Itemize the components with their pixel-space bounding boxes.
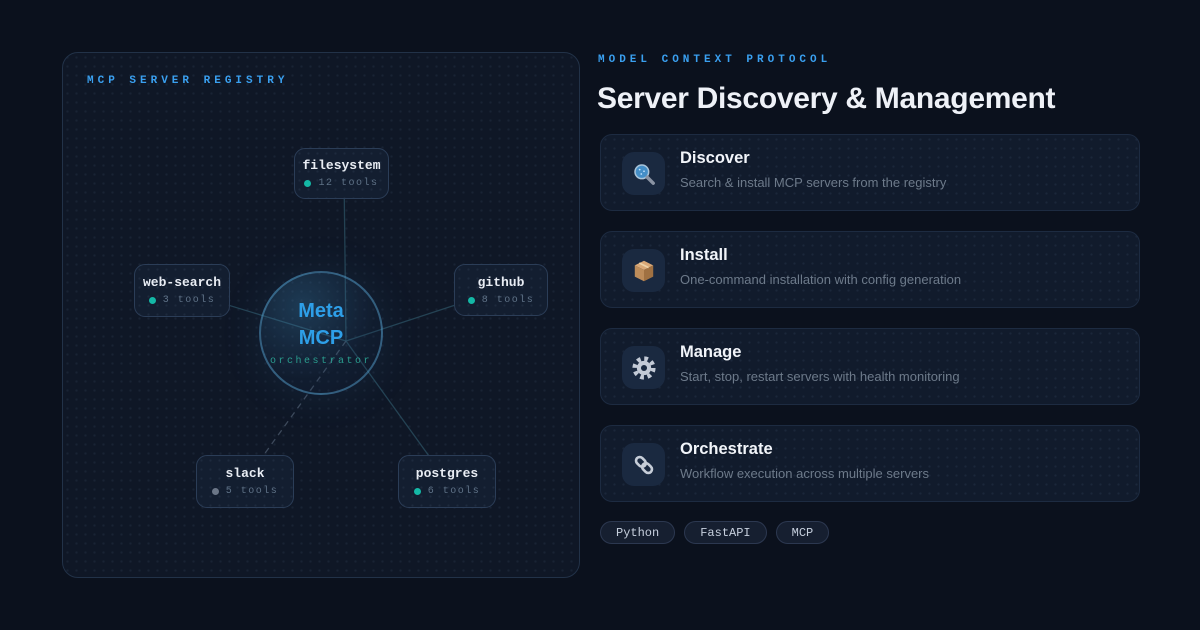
server-name: github (477, 274, 525, 290)
feature-card-orchestrate[interactable]: Orchestrate Workflow execution across mu… (600, 425, 1140, 502)
server-node-postgres[interactable]: postgres 6 tools (398, 455, 496, 508)
hub-subtitle: orchestrator (269, 356, 372, 367)
feature-title: Install (680, 246, 728, 264)
page-title: Server Discovery & Management (597, 82, 1056, 115)
feature-description: Start, stop, restart servers with health… (680, 369, 960, 384)
server-tools: 6 tools (413, 486, 481, 497)
hub-title-line1: Meta (298, 300, 344, 322)
feature-card-install[interactable]: Install One-command installation with co… (600, 231, 1140, 308)
eyebrow-label: MODEL CONTEXT PROTOCOL (598, 54, 832, 66)
feature-title: Manage (680, 343, 742, 361)
registry-panel: MCP SERVER REGISTRY Meta MCP orchestrato… (62, 52, 580, 578)
server-node-web-search[interactable]: web-search 3 tools (134, 264, 230, 317)
tag-list: Python FastAPI MCP (600, 521, 830, 544)
gear-icon (622, 346, 665, 389)
feature-card-manage[interactable]: Manage Start, stop, restart servers with… (600, 328, 1140, 405)
server-name: postgres (415, 466, 479, 481)
status-dot-online (304, 180, 312, 187)
server-node-slack[interactable]: slack 5 tools (196, 455, 294, 508)
server-name: filesystem (302, 158, 381, 173)
server-node-github[interactable]: github 8 tools (454, 264, 548, 316)
tag-python[interactable]: Python (600, 521, 676, 544)
server-name: slack (225, 466, 265, 481)
hub-title-line2: MCP (298, 327, 344, 349)
feature-description: One-command installation with config gen… (680, 272, 962, 287)
meta-mcp-hub-node[interactable]: Meta MCP orchestrator (259, 271, 383, 395)
link-icon (622, 443, 665, 486)
tag-fastapi[interactable]: FastAPI (684, 521, 767, 544)
status-dot-online (148, 297, 156, 304)
server-tools: 5 tools (211, 486, 279, 497)
tool-count: 6 tools (427, 486, 481, 497)
status-dot-offline (211, 488, 219, 495)
status-dot-online (413, 488, 421, 495)
feature-title: Orchestrate (680, 440, 773, 458)
feature-card-discover[interactable]: Discover Search & install MCP servers fr… (600, 134, 1140, 211)
registry-panel-title: MCP SERVER REGISTRY (87, 75, 289, 87)
status-dot-online (467, 296, 475, 304)
tag-mcp[interactable]: MCP (775, 521, 830, 544)
tool-count: 3 tools (162, 295, 216, 306)
magnifier-icon (622, 152, 665, 195)
server-name: web-search (142, 275, 221, 290)
feature-description: Workflow execution across multiple serve… (680, 466, 930, 481)
feature-description: Search & install MCP servers from the re… (680, 175, 947, 190)
tool-count: 5 tools (225, 486, 279, 497)
package-icon (622, 249, 665, 292)
server-node-filesystem[interactable]: filesystem 12 tools (294, 148, 389, 199)
tool-count: 8 tools (481, 294, 535, 306)
server-tools: 12 tools (304, 178, 378, 189)
feature-title: Discover (680, 149, 750, 167)
tool-count: 12 tools (318, 178, 379, 189)
server-tools: 3 tools (148, 295, 216, 306)
server-tools: 8 tools (467, 294, 535, 306)
